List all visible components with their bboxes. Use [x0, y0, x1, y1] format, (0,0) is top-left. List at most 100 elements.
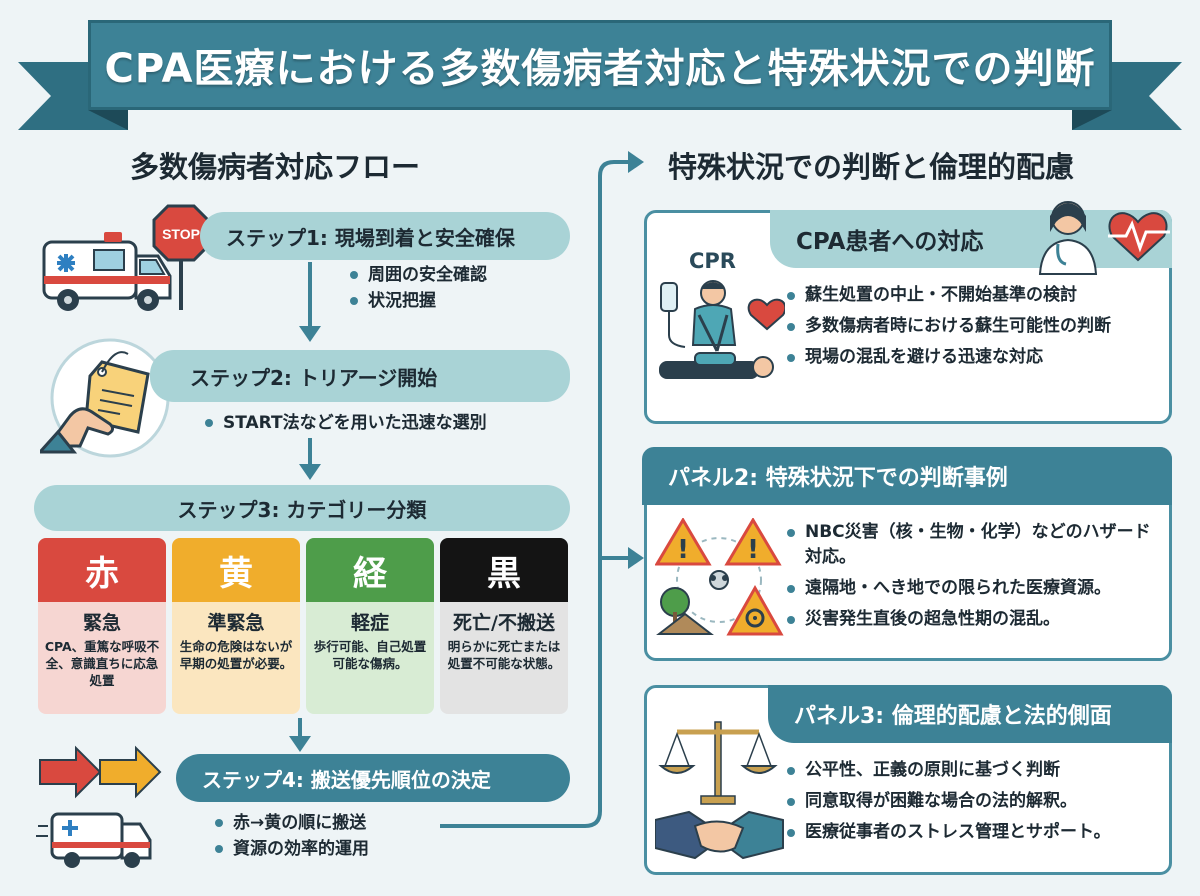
category-red-title: 緊急 — [82, 612, 121, 634]
list-item: 蘇生処置の中止・不開始基準の検討 — [787, 283, 1167, 308]
triage-tag-illustration — [40, 338, 170, 458]
panel1-header: CPA患者への対応 — [770, 210, 1172, 268]
step4-label: ステップ4: 搬送優先順位の決定 — [202, 767, 491, 792]
iv-drip-icon — [660, 282, 686, 348]
arrow-step3-step4-head — [289, 736, 311, 752]
svg-text:!: ! — [747, 535, 759, 565]
hazard-illustration: ! ! — [655, 518, 784, 636]
category-card-red: 赤 緊急 CPA、重篤な呼吸不全、意識直ちに応急処置 — [38, 538, 166, 714]
page-title: CPA医療における多数傷病者対応と特殊状況での判断 — [104, 46, 1096, 92]
list-item: 状況把握 — [350, 288, 487, 314]
connector-head-panel2 — [628, 547, 644, 569]
bullet-dot-icon — [787, 829, 795, 837]
panel2-bullet-list: NBC災害（核・生物・化学）などのハザード対応。 遠隔地・へき地での限られた医療… — [787, 520, 1167, 638]
priority-arrows-icon — [39, 745, 162, 799]
warning-icon: ! — [655, 518, 712, 566]
gas-mask-icon — [709, 570, 729, 590]
category-black-desc: 明らかに死亡または処置不可能な状態。 — [447, 639, 561, 671]
panel-ethics-legal: パネル3: 倫理的配慮と法的側面 公平性、正義の原則に基づく判断 同意取得が困難… — [644, 685, 1172, 875]
svg-text:!: ! — [677, 535, 689, 565]
handshake-icon — [655, 810, 784, 860]
svg-text:STOP: STOP — [162, 226, 200, 242]
category-black-word: 黒 — [440, 538, 568, 602]
list-item: 赤→黄の順に搬送 — [215, 810, 369, 836]
panel2-title: パネル2: 特殊状況下での判断事例 — [668, 466, 1008, 491]
panel1-title: CPA患者への対応 — [796, 229, 984, 255]
ambulance-stop-illustration: STOP — [42, 204, 210, 311]
list-item: 周囲の安全確認 — [350, 262, 487, 288]
category-red-desc: CPA、重篤な呼吸不全、意識直ちに応急処置 — [44, 639, 160, 688]
ethics-illustration — [655, 721, 784, 860]
step1-pill: ステップ1: 現場到着と安全確保 — [200, 212, 570, 260]
bullet-dot-icon — [787, 585, 795, 593]
panel1-bullet-list: 蘇生処置の中止・不開始基準の検討 多数傷病者時における蘇生可能性の判断 現場の混… — [787, 283, 1167, 376]
step2-bullet-list: START法などを用いた迅速な選別 — [205, 410, 487, 436]
arrow-step1-step2-head — [299, 326, 321, 342]
category-card-yellow: 黄 準緊急 生命の危険はないが早期の処置が必要。 — [172, 538, 300, 714]
step1-label: ステップ1: 現場到着と安全確保 — [226, 225, 515, 250]
doctor-illustration — [1038, 201, 1170, 275]
bullet-dot-icon — [215, 819, 223, 827]
panel-special-situations: パネル2: 特殊状況下での判断事例 ! ! NBC災害（核・生物・化学）などのハ… — [642, 447, 1172, 661]
step2-label: ステップ2: トリアージ開始 — [190, 365, 438, 390]
cpr-label: CPR — [689, 249, 736, 273]
step3-pill: ステップ3: カテゴリー分類 — [34, 485, 570, 531]
bullet-dot-icon — [787, 767, 795, 775]
list-item: NBC災害（核・生物・化学）などのハザード対応。 — [787, 520, 1167, 570]
bullet-dot-icon — [787, 529, 795, 537]
warning-icon: ! — [724, 518, 782, 566]
category-red-word: 赤 — [38, 538, 166, 602]
arrow-step2-step3-head — [299, 464, 321, 480]
bullet-dot-icon — [787, 354, 795, 362]
biohazard-icon — [726, 584, 784, 636]
stop-sign-icon: STOP — [152, 204, 210, 310]
connector-head-top — [628, 151, 644, 173]
rescuer-icon — [691, 280, 737, 352]
step4-pill: ステップ4: 搬送優先順位の決定 — [176, 754, 570, 802]
list-item: 同意取得が困難な場合の法的解釈。 — [787, 789, 1167, 814]
category-black-title: 死亡/不搬送 — [453, 612, 555, 634]
list-item: 資源の効率的運用 — [215, 836, 369, 862]
step4-bullet-list: 赤→黄の順に搬送 資源の効率的運用 — [215, 810, 369, 862]
ambulance-icon — [42, 232, 172, 311]
bullet-dot-icon — [787, 798, 795, 806]
bullet-dot-icon — [787, 616, 795, 624]
category-yellow-desc: 生命の危険はないが早期の処置が必要。 — [179, 639, 293, 671]
category-yellow-title: 準緊急 — [207, 612, 265, 634]
category-green-desc: 歩行可能、自己処置可能な傷病。 — [313, 639, 427, 671]
panel3-header: パネル3: 倫理的配慮と法的側面 — [768, 685, 1172, 743]
category-green-word: 経 — [306, 538, 434, 602]
bullet-dot-icon — [350, 297, 358, 305]
triage-tag-icon — [84, 351, 150, 434]
bullet-dot-icon — [787, 292, 795, 300]
patient-icon — [659, 352, 774, 379]
list-item: 現場の混乱を避ける迅速な対応 — [787, 345, 1167, 370]
transport-illustration — [36, 745, 162, 868]
category-green-title: 軽症 — [350, 612, 389, 634]
step2-pill: ステップ2: トリアージ開始 — [150, 350, 570, 402]
list-item: 多数傷病者時における蘇生可能性の判断 — [787, 314, 1167, 339]
doctor-icon — [1038, 201, 1098, 275]
category-yellow-word: 黄 — [172, 538, 300, 602]
bullet-dot-icon — [205, 419, 213, 427]
list-item: 災害発生直後の超急性期の混乱。 — [787, 607, 1167, 632]
list-item: START法などを用いた迅速な選別 — [205, 410, 487, 436]
left-column-heading: 多数傷病者対応フロー — [130, 150, 421, 184]
category-card-black: 黒 死亡/不搬送 明らかに死亡または処置不可能な状態。 — [440, 538, 568, 714]
bullet-dot-icon — [787, 323, 795, 331]
list-item: 医療従事者のストレス管理とサポート。 — [787, 820, 1167, 845]
hand-icon — [40, 407, 115, 454]
list-item: 公平性、正義の原則に基づく判断 — [787, 758, 1167, 783]
cpr-illustration — [659, 280, 785, 379]
right-column-heading: 特殊状況での判断と倫理的配慮 — [668, 150, 1075, 184]
remote-area-icon — [656, 587, 714, 635]
scales-of-justice-icon — [658, 721, 778, 805]
category-card-green: 経 軽症 歩行可能、自己処置可能な傷病。 — [306, 538, 434, 714]
step3-label: ステップ3: カテゴリー分類 — [177, 497, 427, 522]
step1-bullet-list: 周囲の安全確認 状況把握 — [350, 262, 487, 314]
ambulance-small-icon — [36, 812, 152, 868]
heart-icon — [747, 298, 785, 331]
bullet-dot-icon — [215, 845, 223, 853]
panel2-header: パネル2: 特殊状況下での判断事例 — [642, 447, 1172, 505]
panel3-bullet-list: 公平性、正義の原則に基づく判断 同意取得が困難な場合の法的解釈。 医療従事者のス… — [787, 758, 1167, 851]
